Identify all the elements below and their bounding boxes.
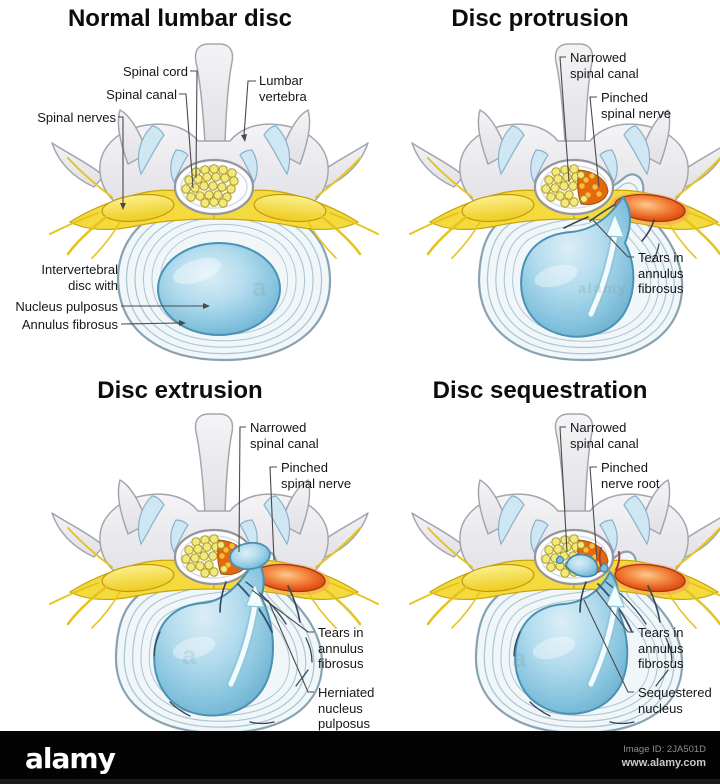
label-nucleus-pulposus: Nucleus pulposus — [15, 299, 118, 314]
label-spinal-cord: Spinal cord — [122, 64, 188, 79]
panel-protrusion-illustration — [408, 43, 720, 362]
leader-lines — [118, 56, 634, 693]
alamy-footer-bar: alamy Image ID: 2JA501D www.alamy.com — [0, 731, 720, 784]
panel-title-protrusion: Disc protrusion — [451, 5, 629, 32]
label-herniated-nucleus: Herniated nucleus pulposus — [318, 685, 375, 731]
panel-extrusion-illustration — [48, 413, 380, 731]
label-lumbar-vertebra: Lumbar vertebra — [259, 73, 307, 104]
label-narrowed-spinal-canal-extrusion: Narrowed spinal canal — [250, 420, 319, 451]
alamy-website-text: www.alamy.com — [621, 757, 706, 769]
lumbar-disc-diagram — [48, 43, 720, 731]
panel-title-normal: Normal lumbar disc — [67, 5, 293, 32]
image-id-text: Image ID: 2JA501D — [623, 744, 706, 755]
label-tears-annulus-extrusion: Tears in annulus fibrosus — [318, 625, 364, 671]
label-spinal-nerves: Spinal nerves — [37, 110, 116, 125]
label-spinal-canal: Spinal canal — [106, 87, 177, 102]
label-pinched-spinal-nerve-protrusion: Pinched spinal nerve — [601, 90, 672, 121]
image-credit-block: Image ID: 2JA501D www.alamy.com — [622, 744, 706, 770]
label-tears-annulus-protrusion: Tears in annulus fibrosus — [638, 250, 684, 296]
alamy-logo: alamy — [25, 742, 116, 775]
panel-title-sequestration: Disc sequestration — [432, 377, 648, 404]
label-pinched-spinal-nerve-extrusion: Pinched spinal nerve — [281, 460, 352, 491]
label-narrowed-spinal-canal-protrusion: Narrowed spinal canal — [570, 50, 639, 81]
label-annulus-fibrosus: Annulus fibrosus — [21, 317, 118, 332]
label-sequestered-nucleus: Sequestered nucleus — [638, 685, 712, 716]
label-tears-annulus-sequestration: Tears in annulus fibrosus — [638, 625, 684, 671]
panel-sequestration-illustration — [408, 413, 720, 731]
bar-bottom-edge — [0, 779, 720, 784]
label-pinched-nerve-root: Pinched nerve root — [601, 460, 660, 491]
panel-title-extrusion: Disc extrusion — [97, 377, 263, 404]
label-narrowed-spinal-canal-sequestration: Narrowed spinal canal — [570, 420, 639, 451]
label-intervertebral-disc: Intervertebral disc with — [41, 262, 118, 293]
